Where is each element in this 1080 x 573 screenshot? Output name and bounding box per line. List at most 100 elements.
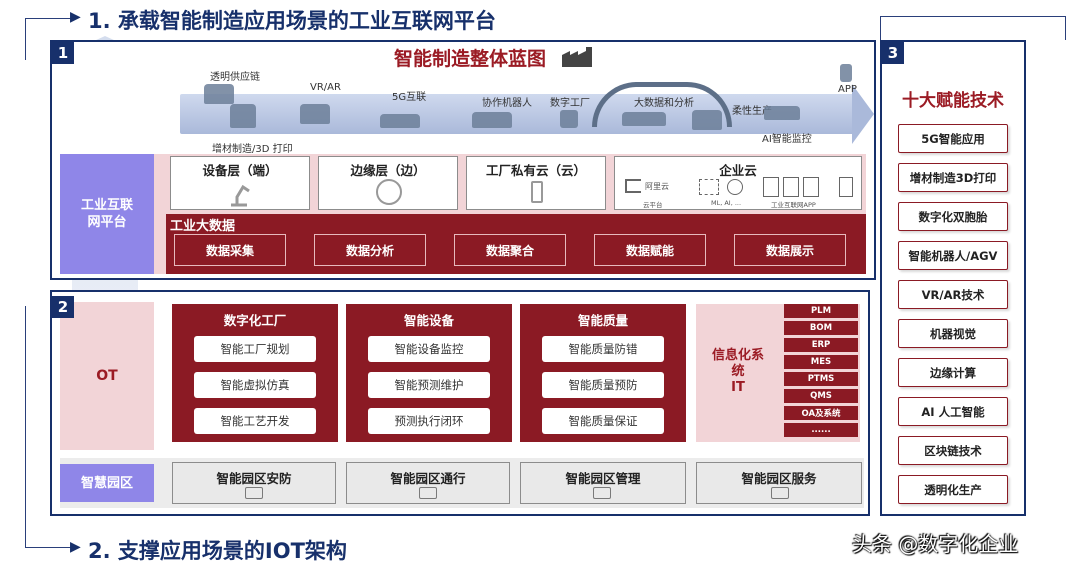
arrow-icon: ▶ — [70, 9, 81, 25]
scene-label-digital-factory: 数字工厂 — [550, 98, 590, 109]
it-item-more: ...... — [784, 423, 858, 437]
ot-col-title: 数字化工厂 — [223, 313, 287, 328]
scene-label-5g: 5G互联 — [392, 92, 427, 103]
ot-pill: 智能设备监控 — [368, 336, 490, 362]
it-box: 信息化系 统 IT PLM BOM ERP MES PTMS QMS OA及系统… — [696, 304, 860, 442]
badge-1: 1 — [52, 42, 74, 64]
ot-pill: 智能质量防错 — [542, 336, 664, 362]
connector-right — [880, 16, 1066, 40]
robot-arm-icon — [227, 179, 253, 207]
heading-bottom: 2. 支撑应用场景的IOT架构 — [88, 539, 347, 563]
ot-pill: 智能质量预防 — [542, 372, 664, 398]
bigdata-bar: 工业大数据 数据采集 数据分析 数据聚合 数据赋能 数据展示 — [166, 214, 866, 274]
band-arrow-head — [852, 84, 874, 144]
tech-item: AI 人工智能 — [898, 397, 1008, 426]
it-item-mes: MES — [784, 355, 858, 369]
layer-enterprise-cloud: 企业云 阿里云 云平台 ML, AI, ... 工业互联网APP — [614, 156, 862, 210]
bigdata-empower: 数据赋能 — [594, 234, 706, 266]
park-title: 智能园区管理 — [565, 471, 641, 486]
cloud-sub-ml: ML, AI, ... — [711, 199, 742, 207]
ot-pill: 预测执行闭环 — [368, 408, 490, 434]
badge-3: 3 — [882, 42, 904, 64]
cloud-sub-platform: 云平台 — [643, 201, 663, 209]
layer-private-cloud-title: 工厂私有云（云） — [485, 163, 586, 178]
park-service: 智能园区服务 — [696, 462, 862, 504]
tech-item: 智能机器人/AGV — [898, 241, 1008, 270]
park-label-box: 智慧园区 — [60, 464, 154, 502]
connector-bottom — [25, 306, 75, 548]
cloud-bracket-icon — [625, 179, 641, 193]
app-icon-3 — [803, 177, 819, 197]
layer-device-title: 设备层（端） — [202, 163, 278, 178]
it-label-3: IT — [731, 380, 745, 395]
ot-pill: 智能质量保证 — [542, 408, 664, 434]
badge-2: 2 — [52, 296, 74, 318]
it-item-qms: QMS — [784, 389, 858, 403]
tech-title: 十大赋能技术 — [902, 91, 1004, 111]
building-icon — [593, 487, 611, 499]
brain-icon — [727, 179, 743, 195]
car-icon — [380, 114, 420, 128]
park-title: 智能园区服务 — [741, 471, 817, 486]
factory-icon — [562, 47, 598, 67]
cobot-icon — [472, 112, 512, 128]
gate-icon — [419, 487, 437, 499]
layer-enterprise-cloud-title: 企业云 — [719, 163, 757, 178]
park-management: 智能园区管理 — [520, 462, 686, 504]
ot-label: OT — [96, 367, 118, 384]
network-icon — [699, 179, 719, 195]
park-label: 智慧园区 — [80, 475, 133, 491]
ot-pill: 智能预测维护 — [368, 372, 490, 398]
it-item-ptms: PTMS — [784, 372, 858, 386]
layer-device: 设备层（端） — [170, 156, 310, 210]
ot-pill: 智能工厂规划 — [194, 336, 316, 362]
arrow-icon: ▶ — [70, 539, 81, 555]
it-item-plm: PLM — [784, 304, 858, 318]
heading-top: 1. 承载智能制造应用场景的工业互联网平台 — [88, 9, 496, 33]
cloud-sub-aliyun: 阿里云 — [645, 182, 669, 191]
park-title: 智能园区安防 — [216, 471, 292, 486]
layer-edge-title: 边缘层（边） — [350, 163, 426, 178]
watermark: 头条 @数字化企业 — [852, 532, 1019, 556]
truck-icon — [204, 84, 234, 104]
ot-col-title: 智能质量 — [577, 313, 628, 328]
tech-item: 数字化双胞胎 — [898, 202, 1008, 231]
service-icon — [771, 487, 789, 499]
layer-edge: 边缘层（边） — [318, 156, 458, 210]
bigdata-title: 工业大数据 — [170, 219, 236, 234]
bigdata-collect: 数据采集 — [174, 234, 286, 266]
tech-panel: 十大赋能技术 5G智能应用 增材制造3D打印 数字化双胞胎 智能机器人/AGV … — [880, 40, 1026, 516]
platform-label: 工业互联网平台 — [60, 154, 154, 274]
flexible-car-icon — [764, 106, 800, 120]
phone-icon — [531, 181, 543, 203]
connector-top — [25, 18, 75, 60]
layer-private-cloud: 工厂私有云（云） — [466, 156, 606, 210]
security-icon — [245, 487, 263, 499]
ot-col-title: 智能设备 — [403, 313, 454, 328]
scene-label-ai: AI智能监控 — [762, 134, 812, 145]
platform-label-text: 工业互联网平台 — [80, 198, 133, 230]
ot-col-digital-factory: 数字化工厂 智能工厂规划 智能虚拟仿真 智能工艺开发 — [172, 304, 338, 442]
ot-col-smart-device: 智能设备 智能设备监控 智能预测维护 预测执行闭环 — [346, 304, 512, 442]
park-title: 智能园区通行 — [390, 471, 466, 486]
scene-band — [180, 94, 856, 134]
edge-gear-icon — [376, 179, 402, 205]
ot-col-smart-quality: 智能质量 智能质量防错 智能质量预防 智能质量保证 — [520, 304, 686, 442]
bigdata-analyze: 数据分析 — [314, 234, 426, 266]
tech-item: 透明化生产 — [898, 475, 1008, 504]
it-label-2: 统 — [731, 364, 745, 379]
ot-pill: 智能工艺开发 — [194, 408, 316, 434]
tech-item: 增材制造3D打印 — [898, 163, 1008, 192]
app-icon-1 — [763, 177, 779, 197]
tech-item: 5G智能应用 — [898, 124, 1008, 153]
platform-panel: 智能制造整体蓝图 透明供应链 VR/AR 5G互联 协作机器人 数字工厂 大数据… — [50, 40, 876, 280]
it-item-erp: ERP — [784, 338, 858, 352]
tech-item: VR/AR技术 — [898, 280, 1008, 309]
park-access: 智能园区通行 — [346, 462, 510, 504]
digital-factory-icon — [560, 110, 578, 128]
ot-label-box: OT — [60, 302, 154, 450]
park-security: 智能园区安防 — [172, 462, 336, 504]
bigdata-aggregate: 数据聚合 — [454, 234, 566, 266]
tech-item: 区块链技术 — [898, 436, 1008, 465]
blueprint-title: 智能制造整体蓝图 — [394, 48, 547, 70]
